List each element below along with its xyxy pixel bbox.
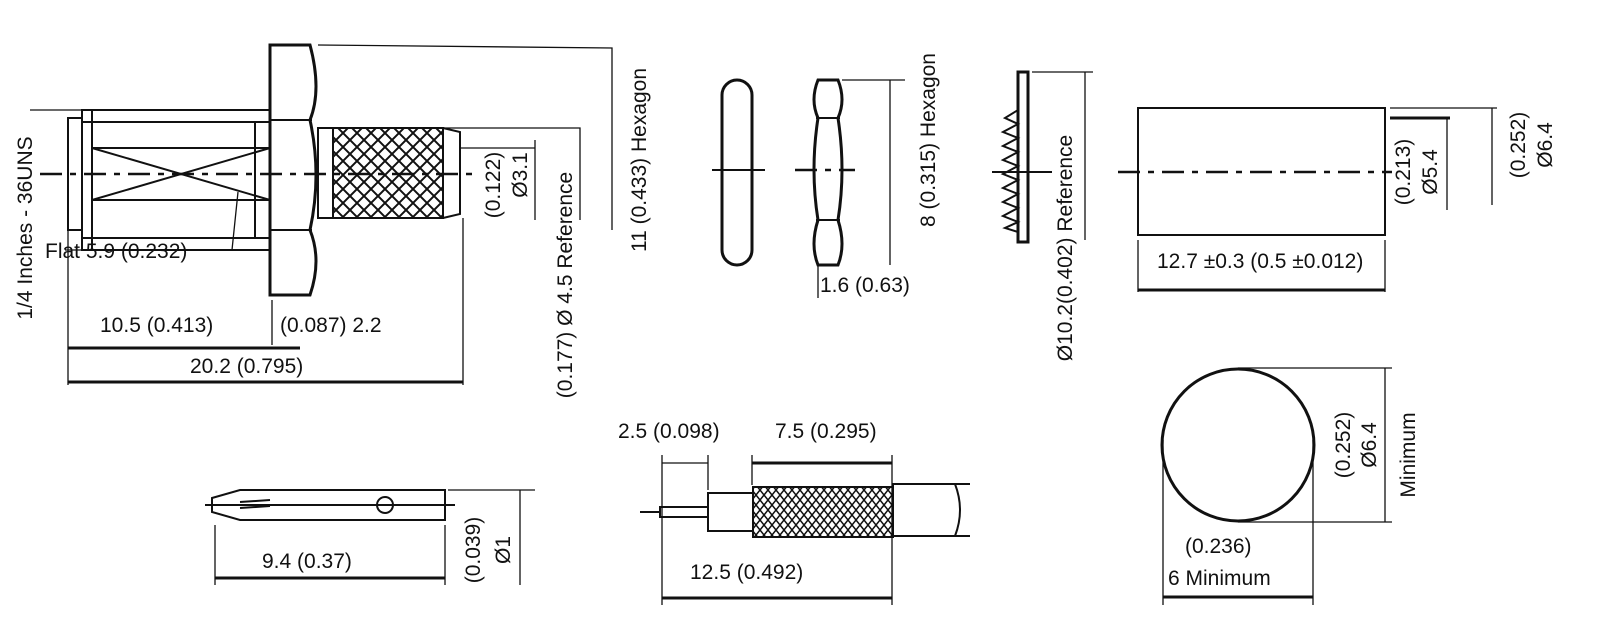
ref-dia-label: (0.177) Ø 4.5 Reference — [554, 172, 577, 398]
ferrule-inner-mm-label: Ø5.4 — [1419, 149, 1442, 195]
circle-width-in-label: (0.236) — [1185, 535, 1252, 558]
total-length-label: 20.2 (0.795) — [190, 355, 303, 378]
lock-washer-dia-label: Ø10.2(0.402) Reference — [1054, 135, 1077, 361]
center-pin — [205, 489, 535, 585]
thread-label: 1/4 Inches - 36UNS — [14, 136, 37, 319]
circle-minimum-label: Minimum — [1397, 412, 1420, 497]
strip-a-label: 2.5 (0.098) — [618, 420, 720, 443]
circle-dia-in-label: (0.252) — [1332, 412, 1355, 479]
stripped-cable — [640, 455, 970, 605]
connector-dimensions — [30, 44, 613, 385]
circle-width-mm-label: 6 Minimum — [1168, 567, 1271, 590]
flange-length-label: (0.087) 2.2 — [280, 314, 382, 337]
ferrule-inner-in-label: (0.213) — [1392, 139, 1415, 206]
ferrule-outer-mm-label: Ø6.4 — [1534, 122, 1557, 168]
nut-thickness-label: 1.6 (0.63) — [820, 274, 910, 297]
pin-dia-mm-label: Ø1 — [492, 536, 515, 564]
pin-dia-in-label: (0.039) — [462, 517, 485, 584]
nut-hex-label: 8 (0.315) Hexagon — [917, 53, 940, 227]
hex-nut — [795, 78, 905, 298]
front-length-label: 10.5 (0.413) — [100, 314, 213, 337]
connector-body — [40, 43, 475, 297]
ferrule-length-label: 12.7 ±0.3 (0.5 ±0.012) — [1157, 250, 1363, 273]
flat-washer — [720, 78, 754, 267]
ferrule-outer-in-label: (0.252) — [1507, 112, 1530, 179]
cable-cross-section — [1160, 367, 1392, 605]
pin-length-label: 9.4 (0.37) — [262, 550, 352, 573]
hex-label: 11 (0.433) Hexagon — [628, 68, 651, 252]
circle-dia-mm-label: Ø6.4 — [1358, 422, 1381, 468]
strip-total-label: 12.5 (0.492) — [690, 561, 803, 584]
strip-b-label: 7.5 (0.295) — [775, 420, 877, 443]
crimp-ferrule — [1118, 107, 1497, 292]
flat-label: Flat 5.9 (0.232) — [45, 240, 187, 263]
lock-washer — [992, 70, 1093, 244]
inner-dia-mm-label: Ø3.1 — [509, 152, 532, 198]
inner-dia-in-label: (0.122) — [482, 152, 505, 219]
